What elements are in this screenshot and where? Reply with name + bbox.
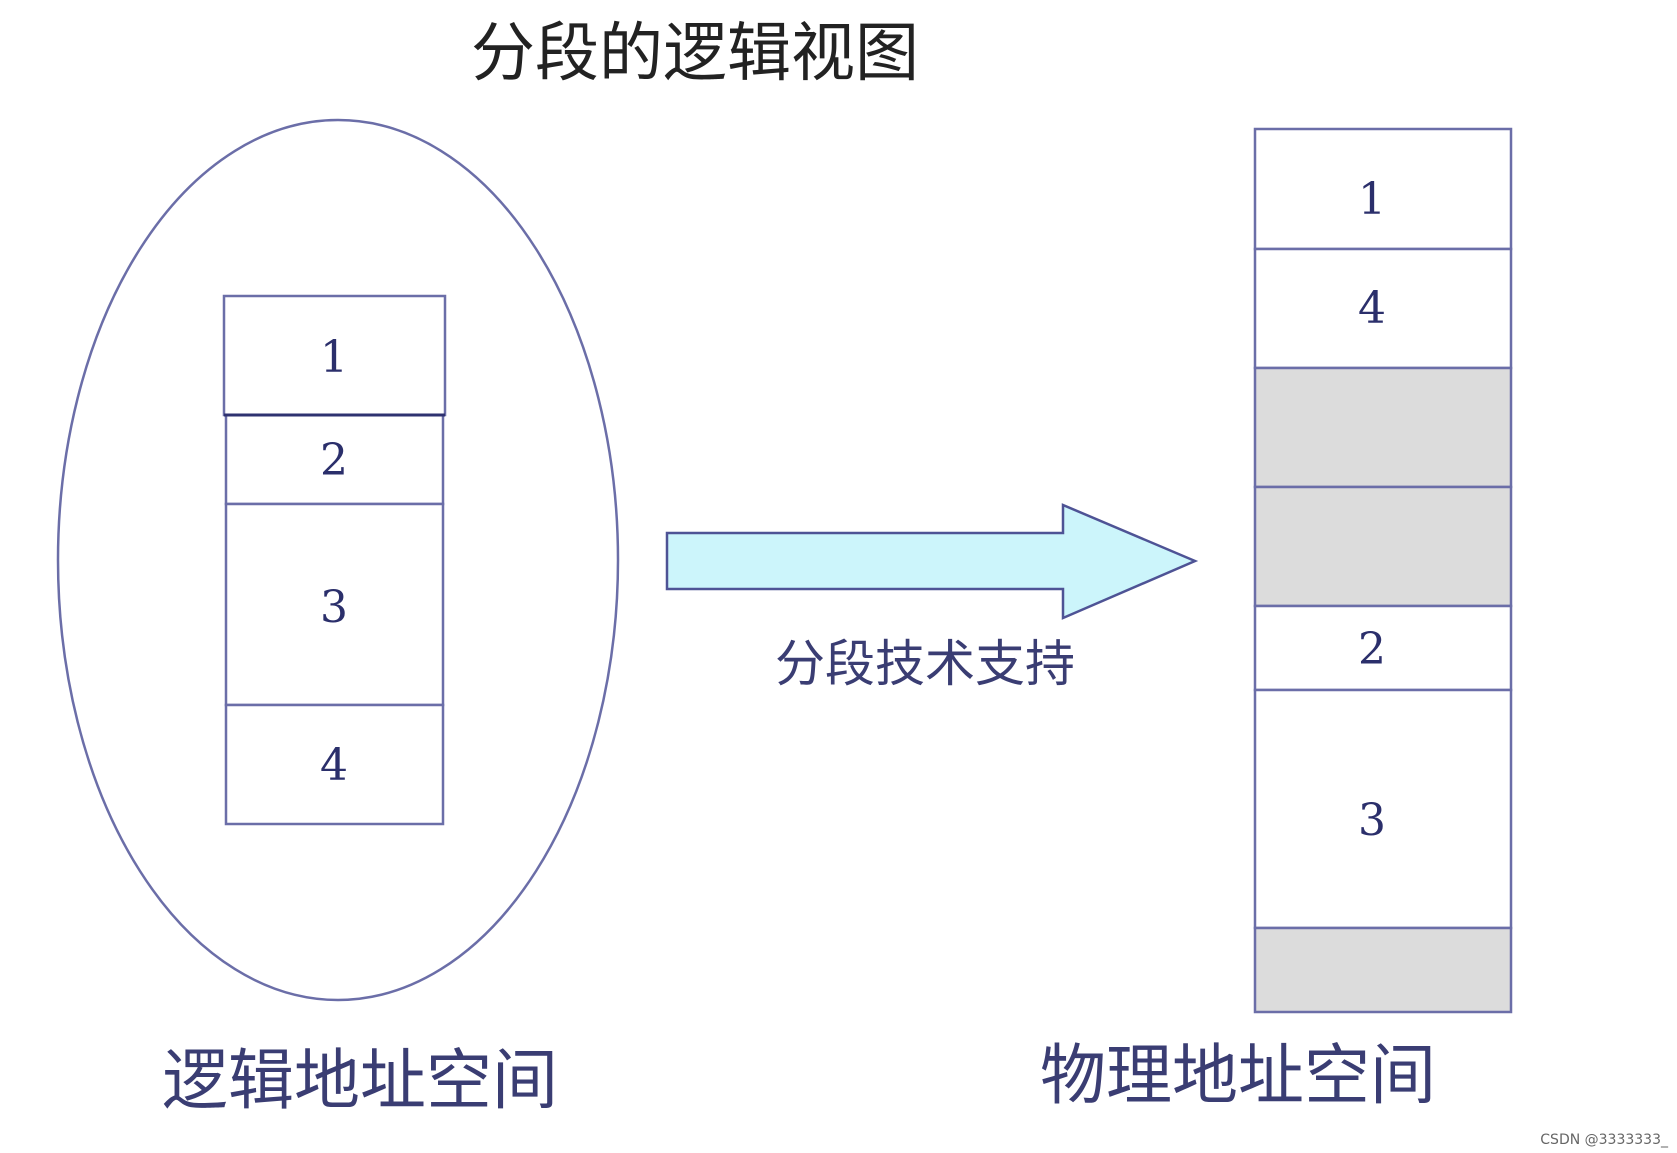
physical-block-free — [1253, 926, 1513, 1014]
physical-block-label: 2 — [1358, 624, 1386, 675]
logical-segment-4 — [224, 703, 445, 826]
physical-block-label: 3 — [1358, 795, 1386, 846]
logical-space-caption: 逻辑地址空间 — [162, 1042, 558, 1119]
watermark: CSDN @3333333_ — [1540, 1132, 1669, 1148]
physical-address-space: 1 4 2 3 物理地址空间 — [1040, 127, 1513, 1114]
physical-block-free — [1253, 485, 1513, 608]
physical-block-segment-1 — [1253, 127, 1513, 251]
physical-space-caption: 物理地址空间 — [1040, 1037, 1436, 1114]
physical-block-label: 1 — [1358, 174, 1386, 225]
logical-segment-4-label: 4 — [320, 740, 348, 791]
logical-segment-2 — [224, 413, 445, 506]
segmentation-arrow: 分段技术支持 — [665, 503, 1199, 693]
physical-block-free — [1253, 366, 1513, 489]
logical-address-space: 1 2 3 4 逻辑地址空间 — [56, 118, 620, 1119]
logical-segment-1-label: 1 — [320, 332, 348, 383]
arrow-label: 分段技术支持 — [775, 635, 1075, 693]
physical-block-segment-3 — [1253, 688, 1513, 930]
physical-block-label: 4 — [1358, 283, 1386, 334]
logical-segment-2-label: 2 — [320, 435, 348, 486]
right-arrow-icon — [665, 503, 1199, 620]
physical-block-segment-4 — [1253, 247, 1513, 370]
physical-block-segment-2 — [1253, 604, 1513, 692]
logical-segment-3-label: 3 — [320, 582, 348, 633]
diagram-title: 分段的逻辑视图 — [471, 17, 919, 91]
logical-space-ellipse — [56, 118, 620, 1002]
logical-segment-3 — [224, 502, 445, 707]
